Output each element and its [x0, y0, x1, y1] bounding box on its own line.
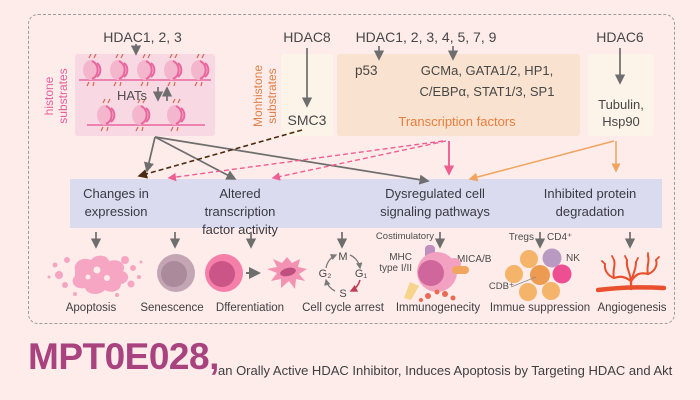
- band-item-line: Changes in: [83, 186, 149, 201]
- smc3-label: SMC3: [287, 112, 327, 128]
- costimulatory-label: Costimulatory: [375, 231, 434, 242]
- apoptosis-label: Apoptosis: [65, 302, 117, 314]
- compound-title: MPT0E028,: [28, 336, 219, 377]
- mhc-label: MHC type I/II: [366, 252, 412, 274]
- band-item-line: Altered transcription: [204, 186, 276, 219]
- hsp90-label: Hsp90: [602, 114, 640, 129]
- apoptosis-icon: [47, 255, 143, 297]
- smc3-panel: SMC3: [281, 54, 333, 136]
- cell-cycle-arrest-label: Cell cycle arrest: [302, 302, 384, 314]
- nonhistone-substrates-line1: Monhistone: [251, 64, 265, 128]
- cd4-label: CD4⁺: [547, 232, 573, 243]
- p53-label: p53: [355, 63, 378, 78]
- histone-substrate-panel: [75, 54, 215, 136]
- histone-substrates-line2: substrates: [56, 68, 70, 124]
- tubulin-label: Tubulin,: [598, 97, 644, 112]
- cdb-label: CDB⁺: [488, 281, 514, 292]
- immune-suppression-cluster-icon: [505, 248, 572, 301]
- band-item-line: expression: [84, 204, 148, 219]
- transcription-factor-panel: p53 GCMa, GATA1/2, HP1, C/EBPα, STAT1/3,…: [337, 54, 580, 136]
- cell-cycle-s: S: [339, 288, 346, 299]
- band-dysregulated-signaling: Dysregulated cell signaling pathways: [365, 185, 505, 221]
- band-item-line: signaling pathways: [380, 204, 490, 219]
- mhc-line2: type I/II: [379, 263, 412, 274]
- band-altered-tf: Altered transcription factor activity: [185, 185, 295, 239]
- nonhistone-substrates-label: Monhistone substrates: [251, 51, 281, 141]
- hdac6-label: HDAC6: [596, 29, 644, 45]
- band-item-line: Dysregulated cell: [385, 186, 485, 201]
- diagram-dashed-border: [28, 14, 675, 324]
- mica-b-label: MICA/B: [457, 254, 492, 265]
- histone-substrates-line1: histone: [42, 76, 56, 116]
- immunogenicity-cell-icon: [404, 245, 469, 302]
- band-changes-expression: Changes in expression: [76, 185, 156, 221]
- nk-label: NK: [566, 253, 580, 264]
- cell-cycle-g1: G₁: [355, 268, 368, 280]
- cell-cycle-m: M: [338, 251, 347, 263]
- senescence-label: Senescence: [140, 302, 204, 314]
- senescence-icon: [157, 254, 195, 292]
- tf-list-line2: C/EBPα, STAT1/3, SP1: [419, 84, 555, 99]
- hdac-1-2-3-label: HDAC1, 2, 3: [103, 29, 182, 45]
- differentiation-label: Dfferentiation: [215, 302, 285, 314]
- mhc-line1: MHC: [389, 252, 412, 263]
- cell-cycle-g2: G₂: [319, 268, 332, 280]
- band-item-line: degradation: [555, 204, 625, 219]
- hats-label: HATs: [116, 88, 148, 103]
- hdac-1-9-label: HDAC1, 2, 3, 4, 5, 7, 9: [355, 29, 497, 45]
- nucleosome-rows-icon: [79, 54, 211, 132]
- tregs-label: Tregs: [508, 232, 534, 243]
- band-item-line: factor activity: [202, 222, 278, 237]
- nonhistone-substrates-line2: substrates: [265, 68, 279, 124]
- immunogenicity-label: Immunogenecity: [395, 302, 481, 314]
- band-inhibited-degradation: Inhibited protein degradation: [525, 185, 655, 221]
- band-item-line: Inhibited protein: [543, 186, 637, 201]
- angiogenesis-label: Angiogenesis: [597, 302, 667, 314]
- compound-subtitle: an Orally Active HDAC Inhibitor, Induces…: [218, 363, 673, 378]
- histone-substrates-label: histone substrates: [42, 51, 72, 141]
- consequence-band: Changes in expression Altered transcript…: [70, 179, 662, 237]
- tf-list-line1: GCMa, GATA1/2, HP1,: [420, 63, 554, 78]
- cell-cycle-icon: M G₂ G₁ S: [319, 251, 368, 299]
- transcription-factors-caption: Transcription factors: [398, 114, 516, 129]
- tubulin-panel: Tubulin, Hsp90: [588, 54, 654, 136]
- immune-suppression-label: Immue suppression: [489, 302, 591, 314]
- differentiation-icon: [205, 254, 307, 292]
- hdac8-label: HDAC8: [283, 29, 331, 45]
- angiogenesis-icon: [596, 252, 666, 293]
